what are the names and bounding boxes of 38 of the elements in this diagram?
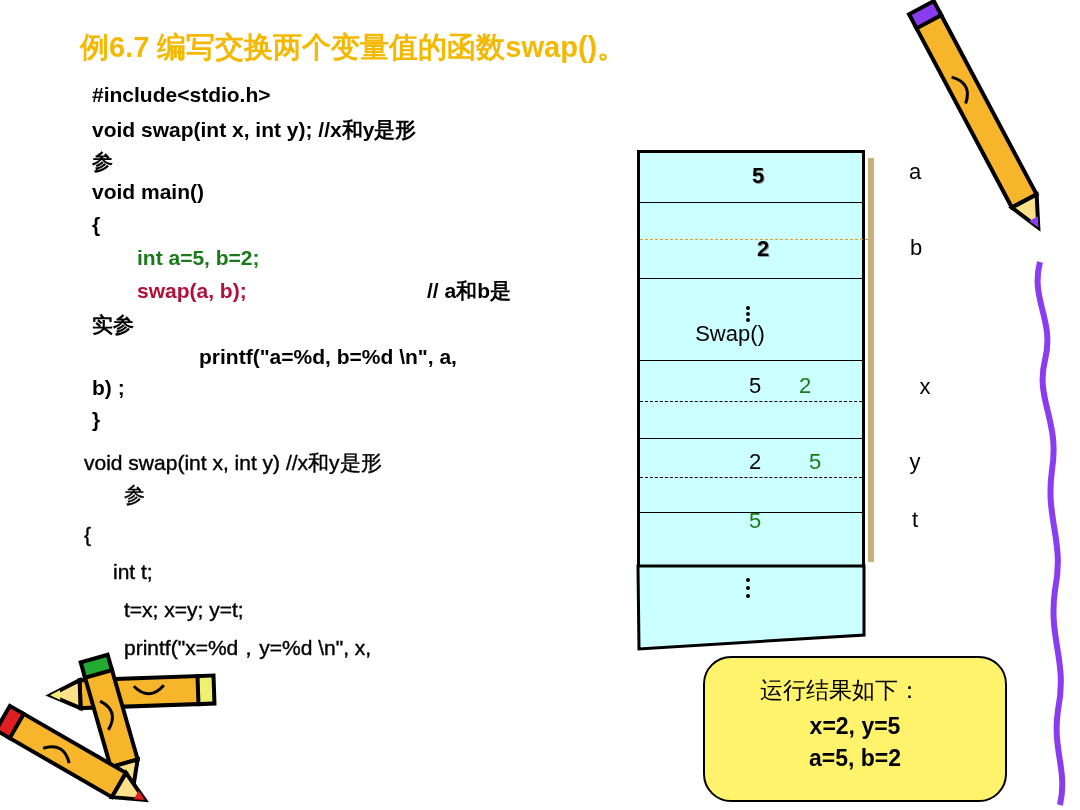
- result-text: x=2, y=5: [809, 712, 901, 740]
- cell-value: 2: [798, 373, 812, 399]
- cell-value: 5: [751, 163, 765, 189]
- variable-name: x: [919, 374, 931, 400]
- code-line: {: [84, 523, 91, 547]
- code-line: #include<stdio.h>: [92, 83, 271, 107]
- variable-name: y: [909, 449, 921, 475]
- code-line: void swap(int x, int y) //x和y是形: [84, 450, 382, 476]
- code-line: swap(a, b);: [137, 279, 247, 303]
- cell-value: Swap(): [695, 321, 765, 347]
- code-line: t=x; x=y; y=t;: [124, 598, 244, 622]
- code-line: 实参: [92, 312, 134, 338]
- variable-name: t: [911, 507, 919, 533]
- code-line: 参: [92, 149, 113, 175]
- variable-name: a: [908, 159, 922, 185]
- stack-bottom-shape: [634, 563, 867, 653]
- code-line: int t;: [113, 560, 153, 584]
- cell-value: 5: [748, 508, 762, 534]
- cell-value: 5: [808, 449, 822, 475]
- result-text: a=5, b=2: [808, 744, 902, 772]
- code-line: printf("x=%d，y=%d \n", x,: [124, 635, 372, 661]
- code-line: // a和b是: [427, 278, 511, 304]
- code-line: void main(): [92, 180, 204, 204]
- memory-cell: [640, 512, 862, 565]
- cell-value: 5: [748, 373, 762, 399]
- result-text: 运行结果如下：: [759, 675, 921, 705]
- code-line: int a=5, b=2;: [137, 246, 260, 270]
- code-line: 参: [124, 482, 145, 508]
- code-line: {: [92, 213, 101, 237]
- cell-value: 2: [748, 449, 762, 475]
- cell-value: 2: [756, 236, 770, 262]
- slide-title: 例6.7 编写交换两个变量值的函数swap()。: [80, 30, 627, 65]
- result-callout: [703, 656, 1007, 802]
- code-line: }: [92, 408, 101, 432]
- variable-name: b: [909, 235, 923, 261]
- code-line: printf("a=%d, b=%d \n", a,: [199, 345, 457, 369]
- code-line: void swap(int x, int y); //x和y是形: [92, 117, 417, 143]
- code-line: b) ;: [92, 376, 125, 400]
